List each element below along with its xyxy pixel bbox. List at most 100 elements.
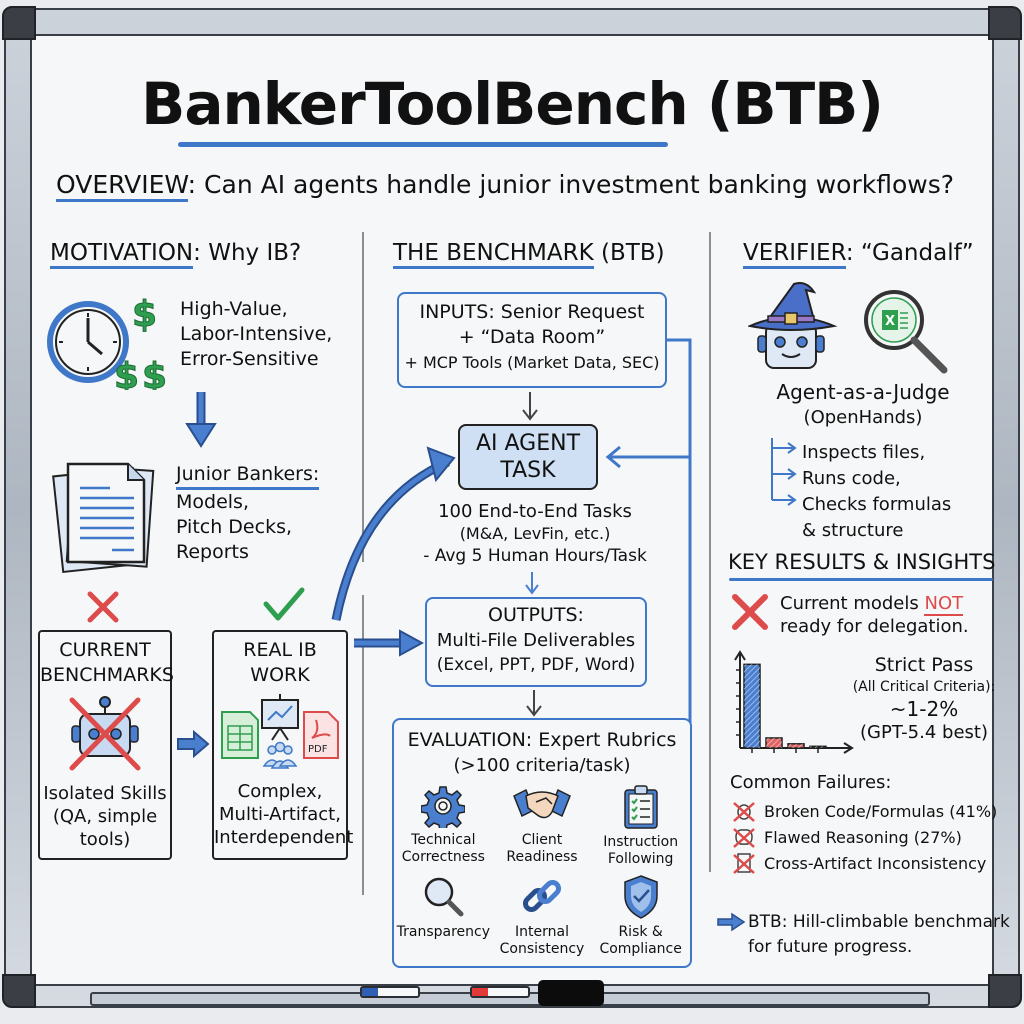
strict-pass-line: Strict Pass <box>874 654 974 676</box>
strict-pass-value: ~1-2% <box>889 697 959 721</box>
current-benchmarks-box: CURRENT BENCHMARKS Isolated Skills (QA, … <box>38 630 174 860</box>
criterion-label: Internal <box>515 924 569 940</box>
presentation-chart-icon <box>261 694 299 741</box>
failure-label: Flawed Reasoning (27%) <box>764 827 962 847</box>
conclusion-line: for future progress. <box>748 937 913 957</box>
verifier-heading: VERIFIER: “Gandalf” <box>743 240 974 269</box>
excel-magnifier-icon: X <box>864 290 948 374</box>
real-ib-work-box: REAL IB WORK PDF Complex, Multi-Artifact… <box>212 630 353 860</box>
curved-arrow-icon <box>331 446 456 621</box>
clock-money-icon: $ $ $ <box>47 294 168 390</box>
wizard-hat-icon <box>748 282 838 331</box>
title-line: BENCHMARKS <box>40 664 174 686</box>
chain-link-icon <box>522 879 562 913</box>
criterion-technical-correctness: Technical Correctness <box>394 784 493 868</box>
clock-icon <box>47 301 129 383</box>
stats-line: - Avg 5 Human Hours/Task <box>423 546 647 566</box>
criteria-grid: Technical Correctness Client Readiness I… <box>394 784 690 958</box>
criterion-risk-compliance: Risk & Compliance <box>591 874 690 958</box>
frame-corner <box>988 974 1022 1008</box>
title-underline <box>178 142 668 147</box>
criterion-label: Correctness <box>401 849 485 865</box>
crossed-clipboard-icon <box>733 853 755 874</box>
criterion-label: Risk & <box>618 924 663 940</box>
action-item: Checks formulas <box>802 494 952 515</box>
bar-hatch <box>744 664 760 748</box>
outputs-line: (Excel, PPT, PDF, Word) <box>436 655 636 675</box>
agent-task-line: AI AGENT <box>475 431 581 456</box>
task-stats: 100 End-to-End Tasks (M&A, LevFin, etc.)… <box>400 500 670 568</box>
stats-line: 100 End-to-End Tasks <box>438 501 632 522</box>
desc-line: Isolated Skills <box>43 783 167 804</box>
column-divider <box>362 595 364 895</box>
criterion-label: Transparency <box>396 924 491 940</box>
verifier-heading-label: VERIFIER <box>743 240 846 269</box>
clipboard-checklist-icon <box>623 785 658 829</box>
title-line: CURRENT <box>59 639 151 661</box>
bar-hatch <box>810 746 826 748</box>
crossed-brain-icon <box>733 828 755 848</box>
down-arrow-icon <box>185 392 217 448</box>
judge-line: Agent-as-a-Judge <box>776 380 950 404</box>
stats-line: (M&A, LevFin, etc.) <box>459 524 611 543</box>
right-arrow-icon <box>177 730 210 758</box>
action-item: Inspects files, <box>802 442 926 463</box>
right-arrow-icon <box>717 912 746 932</box>
conclusion: BTB: Hill-climbable benchmark for future… <box>748 910 1010 960</box>
motivation-heading: MOTIVATION: Why IB? <box>50 240 302 269</box>
criterion-client-readiness: Client Readiness <box>493 784 592 868</box>
title-line: REAL IB <box>243 639 317 661</box>
right-arrow-icon <box>354 629 424 657</box>
current-benchmarks-desc: Isolated Skills (QA, simple tools) <box>40 782 170 851</box>
real-ib-work-title: REAL IB WORK <box>214 638 346 688</box>
criterion-label: Readiness <box>506 849 578 865</box>
handshake-icon <box>513 788 571 819</box>
junior-bankers: Junior Bankers: Models, Pitch Decks, Rep… <box>176 462 320 565</box>
failure-item: Broken Code/Formulas (41%) <box>730 798 997 824</box>
documents-icon <box>52 462 155 574</box>
overview-line: OVERVIEW: Can AI agents handle junior in… <box>56 170 954 202</box>
criterion-label: Following <box>607 851 674 867</box>
evaluation-box: EVALUATION: Expert Rubrics (>100 criteri… <box>392 718 692 968</box>
bar-hatch <box>766 737 782 748</box>
junior-item: Reports <box>176 541 249 563</box>
current-benchmarks-title: CURRENT BENCHMARKS <box>40 638 174 688</box>
crossed-bug-icon <box>733 802 755 822</box>
evaluation-title: EVALUATION: Expert Rubrics (>100 criteri… <box>394 728 690 778</box>
x-axis-arrow <box>843 742 854 754</box>
page-title: BankerToolBench (BTB) <box>141 70 884 138</box>
motivation-traits: High-Value, Labor-Intensive, Error-Sensi… <box>180 297 332 372</box>
failures-list: Broken Code/Formulas (41%) Flawed Reason… <box>730 798 997 876</box>
svg-text:$: $ <box>132 294 157 335</box>
y-axis-arrow <box>734 650 746 661</box>
outputs-box: OUTPUTS: Multi-File Deliverables (Excel,… <box>425 597 647 687</box>
down-arrow-icon <box>526 690 542 717</box>
trait-item: Error-Sensitive <box>180 348 319 370</box>
wizard-robot-icon <box>748 282 838 369</box>
evaluation-line: (>100 criteria/task) <box>453 755 631 776</box>
crossed-out-robot-icon <box>69 696 141 771</box>
junior-item: Pitch Decks, <box>176 516 293 538</box>
conclusion-line: BTB: Hill-climbable benchmark <box>748 912 1010 932</box>
motivation-heading-label: MOTIVATION <box>50 240 194 269</box>
trait-item: Labor-Intensive, <box>180 323 333 345</box>
ai-agent-task-box: AI AGENT TASK <box>458 424 598 490</box>
down-arrow-icon <box>522 392 538 421</box>
excel-glyph: X <box>885 314 895 329</box>
desc-line: Complex, <box>237 781 323 802</box>
verifier-heading-rest: : “Gandalf” <box>845 240 974 266</box>
inputs-box: INPUTS: Senior Request + “Data Room” + M… <box>397 292 667 388</box>
red-x-icon <box>732 594 768 630</box>
inputs-line: + MCP Tools (Market Data, SEC) <box>404 353 660 372</box>
results-heading-underline <box>729 578 993 581</box>
pdf-icon: PDF <box>303 711 339 759</box>
desc-line: Multi-Artifact, <box>219 804 341 825</box>
criterion-label: Technical <box>411 832 476 848</box>
results-heading-label: KEY RESULTS & INSIGHTS <box>728 550 996 574</box>
motivation-heading-rest: : Why IB? <box>193 240 302 266</box>
inputs-line: + “Data Room” <box>458 326 606 348</box>
criterion-label: Client <box>521 832 563 848</box>
criterion-label: Compliance <box>599 941 682 957</box>
frame-corner <box>988 6 1022 40</box>
tree-arrows-icon <box>771 438 797 506</box>
